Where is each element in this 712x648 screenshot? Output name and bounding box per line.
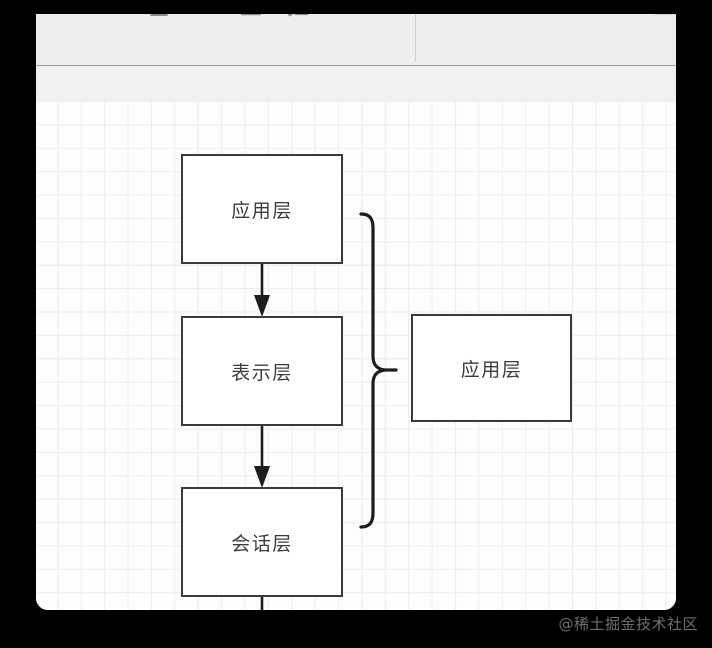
align-chevron-icon bbox=[432, 14, 466, 18]
arrow-presentation-to-session[interactable] bbox=[254, 426, 270, 488]
text-color-icon: A bbox=[188, 14, 222, 18]
text-color-button[interactable]: A bbox=[182, 14, 228, 66]
horizontal-rule-icon bbox=[652, 14, 676, 18]
horizontal-rule-button[interactable] bbox=[646, 14, 676, 66]
checklist-button[interactable] bbox=[530, 14, 576, 66]
node-label: 应用层 bbox=[231, 199, 293, 222]
toolbar-divider bbox=[415, 14, 416, 62]
node-presentation-layer[interactable]: 表示层 bbox=[181, 316, 343, 426]
line-spacing-icon bbox=[280, 14, 314, 18]
bold-icon: B bbox=[50, 14, 84, 18]
underline-icon: U bbox=[142, 14, 176, 18]
italic-icon: I bbox=[96, 14, 130, 18]
toolbar-text-format-group: B I U A bbox=[44, 14, 320, 66]
curly-brace-group[interactable] bbox=[359, 212, 398, 529]
toolbar-underlay-strip bbox=[36, 66, 676, 101]
checklist-icon bbox=[536, 14, 570, 18]
italic-button[interactable]: I bbox=[90, 14, 136, 66]
horizontal-line-icon bbox=[234, 14, 268, 18]
diagram-connectors bbox=[254, 212, 398, 610]
bold-button[interactable]: B bbox=[44, 14, 90, 66]
underline-button[interactable]: U bbox=[136, 14, 182, 66]
node-label: 会话层 bbox=[231, 532, 293, 555]
node-app-layer-left[interactable]: 应用层 bbox=[181, 154, 343, 264]
align-chevron-button[interactable] bbox=[426, 14, 472, 66]
strikethrough-button[interactable] bbox=[228, 14, 274, 66]
toolbar-align-group bbox=[426, 14, 676, 66]
watermark-text: @稀土掘金技术社区 bbox=[558, 615, 698, 633]
formatting-toolbar: B I U A bbox=[36, 14, 676, 66]
arrow-app-to-presentation[interactable] bbox=[254, 264, 270, 317]
diagram-canvas[interactable]: 应用层 表示层 会话层 应用层 bbox=[36, 101, 676, 610]
line-spacing-button[interactable] bbox=[274, 14, 320, 66]
node-app-layer-right[interactable]: 应用层 bbox=[411, 314, 572, 422]
app-window-panel: B I U A bbox=[36, 14, 676, 610]
node-session-layer[interactable]: 会话层 bbox=[181, 487, 343, 597]
node-label: 表示层 bbox=[231, 361, 293, 384]
node-label: 应用层 bbox=[460, 358, 523, 381]
